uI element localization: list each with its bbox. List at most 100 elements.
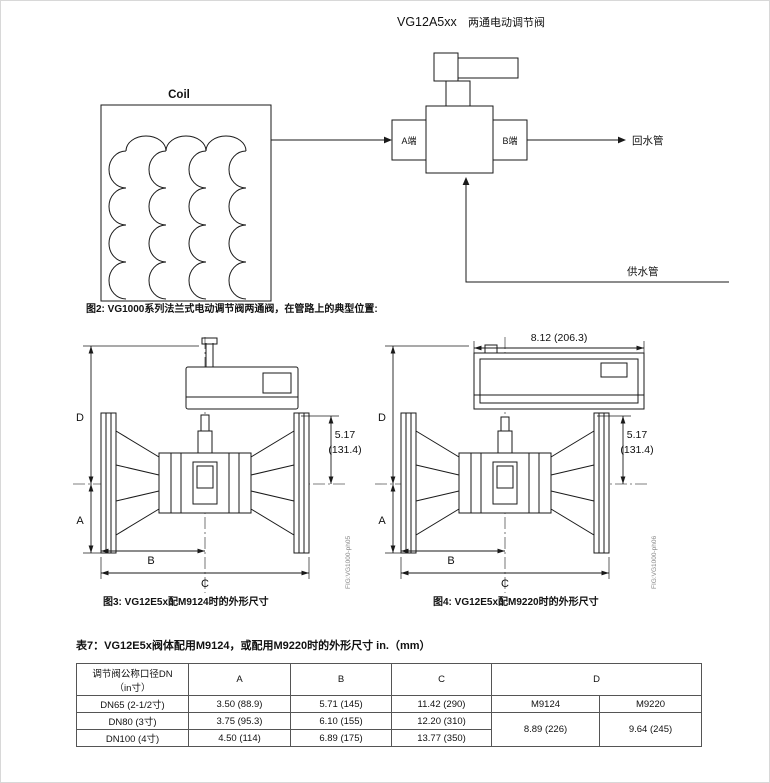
return-pipe-label: 回水管 bbox=[632, 134, 664, 147]
dimension-arrowhead bbox=[88, 545, 94, 553]
dimension-arrowhead bbox=[197, 548, 205, 554]
actuator-top-box bbox=[433, 52, 459, 82]
column-header-c: C bbox=[391, 663, 492, 696]
table-cell-d-m9124: 8.89 (226) bbox=[491, 712, 600, 747]
dimension-arrowhead bbox=[390, 476, 396, 484]
column-header-dn-line2: （in寸） bbox=[114, 682, 151, 694]
dimension-arrowhead bbox=[88, 484, 94, 492]
dimension-arrowhead bbox=[390, 545, 396, 553]
table-cell: DN100 (4寸) bbox=[76, 729, 189, 747]
dim-label-d: D bbox=[76, 412, 84, 424]
table-cell-d-m9220: 9.64 (245) bbox=[599, 712, 702, 747]
figure4-caption: 图4: VG12E5x配M9220时的外形尺寸 bbox=[433, 595, 599, 608]
table-cell: 11.42 (290) bbox=[391, 695, 492, 713]
dim-label-b: B bbox=[147, 555, 154, 567]
figure4-drawing: D A B C 5.17 (131.4) 8.12 (206.3) FIG:VG… bbox=[375, 332, 658, 608]
table-cell: DN80 (3寸) bbox=[76, 712, 189, 730]
dimension-arrowhead bbox=[390, 346, 396, 354]
dimension-arrowhead bbox=[328, 476, 334, 484]
dim-label-a: A bbox=[76, 515, 84, 527]
dim-label-height-in: 5.17 bbox=[335, 429, 356, 441]
table-cell-m9124-subheader: M9124 bbox=[491, 695, 600, 713]
dimension-arrowhead bbox=[101, 548, 109, 554]
dimension-arrowhead bbox=[601, 570, 609, 576]
actuator-side-box bbox=[457, 57, 519, 79]
dimension-arrowhead bbox=[88, 476, 94, 484]
dim-label-height-in: 5.17 bbox=[627, 429, 648, 441]
dimension-arrowhead bbox=[101, 570, 109, 576]
table-cell-m9220-subheader: M9220 bbox=[599, 695, 702, 713]
dim-label-actuator-width: 8.12 (206.3) bbox=[531, 332, 588, 344]
diagram-title-suffix: 两通电动调节阀 bbox=[468, 15, 545, 29]
dimension-arrowhead bbox=[636, 345, 644, 351]
arrow-return-pipe bbox=[618, 136, 626, 144]
dimension-arrowhead bbox=[88, 346, 94, 354]
right-flange bbox=[293, 412, 310, 554]
dim-label-height-mm: (131.4) bbox=[620, 444, 653, 456]
right-cone bbox=[250, 430, 295, 536]
left-cone bbox=[415, 430, 460, 536]
diagram-title-model: VG12A5xx bbox=[397, 15, 458, 29]
dim-label-b: B bbox=[447, 555, 454, 567]
pipeline-diagram: VG12A5xx 两通电动调节阀 Coil A端 B端 bbox=[86, 15, 729, 315]
dimension-arrowhead bbox=[474, 345, 482, 351]
port-a-label: A端 bbox=[401, 135, 416, 146]
table-header-row: 调节阀公称口径DN （in寸） A B C D bbox=[76, 663, 702, 696]
coil-drawing bbox=[108, 135, 247, 300]
coil-label: Coil bbox=[168, 89, 190, 101]
column-header-dn-line1: 调节阀公称口径DN bbox=[92, 668, 173, 680]
stem bbox=[197, 430, 213, 454]
table-row-dn65: DN65 (2-1/2寸) 3.50 (88.9) 5.71 (145) 11.… bbox=[76, 695, 702, 713]
dim-label-c: C bbox=[501, 578, 509, 590]
dimension-table-block: 表7：VG12E5x阀体配用M9124，或配用M9220时的外形尺寸 in.（m… bbox=[76, 637, 702, 747]
dimension-arrowhead bbox=[328, 416, 334, 424]
table-title: 表7：VG12E5x阀体配用M9124，或配用M9220时的外形尺寸 in.（m… bbox=[76, 640, 431, 652]
table-cell: 3.50 (88.9) bbox=[188, 695, 291, 713]
arrow-into-port-a bbox=[384, 136, 392, 144]
supply-pipe-label: 供水管 bbox=[627, 265, 659, 278]
left-flange bbox=[400, 412, 417, 554]
dimension-arrowhead bbox=[401, 570, 409, 576]
dimension-arrowhead bbox=[620, 416, 626, 424]
figure4-code: FIG:VG1000-ph06 bbox=[651, 536, 658, 589]
left-flange bbox=[100, 412, 117, 554]
dim-label-c: C bbox=[201, 578, 209, 590]
coil-box bbox=[100, 104, 272, 302]
column-header-dn: 调节阀公称口径DN （in寸） bbox=[76, 663, 189, 696]
valve-body bbox=[458, 452, 552, 514]
table-cell: 5.71 (145) bbox=[290, 695, 392, 713]
figure3-code: FIG:VG1000-ph05 bbox=[345, 536, 352, 589]
valve-body-symbol bbox=[425, 105, 494, 174]
dimension-arrowhead bbox=[301, 570, 309, 576]
arrow-supply-pipe bbox=[462, 177, 470, 185]
right-flange bbox=[593, 412, 610, 554]
valve-symbol: A端 B端 bbox=[391, 52, 528, 174]
dimension-arrowhead bbox=[497, 548, 505, 554]
table-cell: DN65 (2-1/2寸) bbox=[76, 695, 189, 713]
table-row-dn80: DN80 (3寸) 3.75 (95.3) 6.10 (155) 12.20 (… bbox=[76, 712, 702, 747]
table-cell: 13.77 (350) bbox=[391, 729, 492, 747]
dim-label-a: A bbox=[378, 515, 386, 527]
figure3-drawing: D A B C 5.17 (131.4) FIG:VG1000-ph05 图3:… bbox=[73, 337, 362, 608]
dim-label-height-mm: (131.4) bbox=[328, 444, 361, 456]
left-cone bbox=[115, 430, 160, 536]
table-cell: 12.20 (310) bbox=[391, 712, 492, 730]
right-cone bbox=[550, 430, 595, 536]
pipe-lines bbox=[271, 136, 729, 283]
table-cell: 4.50 (114) bbox=[188, 729, 291, 747]
actuator-neck bbox=[445, 80, 471, 107]
dim-label-d: D bbox=[378, 412, 386, 424]
dimension-table: 调节阀公称口径DN （in寸） A B C D DN65 (2-1/2寸) 3.… bbox=[76, 663, 702, 747]
dimension-arrowhead bbox=[401, 548, 409, 554]
figure3-caption: 图3: VG12E5x配M9124时的外形尺寸 bbox=[103, 595, 269, 608]
stem bbox=[497, 430, 513, 454]
figure2-caption: 图2: VG1000系列法兰式电动调节阀两通阀，在管路上的典型位置: bbox=[86, 302, 378, 315]
actuator-m9220 bbox=[473, 352, 645, 410]
actuator-m9124 bbox=[185, 366, 299, 410]
port-b-label: B端 bbox=[502, 135, 517, 146]
dimension-arrowhead bbox=[620, 476, 626, 484]
column-header-b: B bbox=[290, 663, 392, 696]
table-cell: 3.75 (95.3) bbox=[188, 712, 291, 730]
